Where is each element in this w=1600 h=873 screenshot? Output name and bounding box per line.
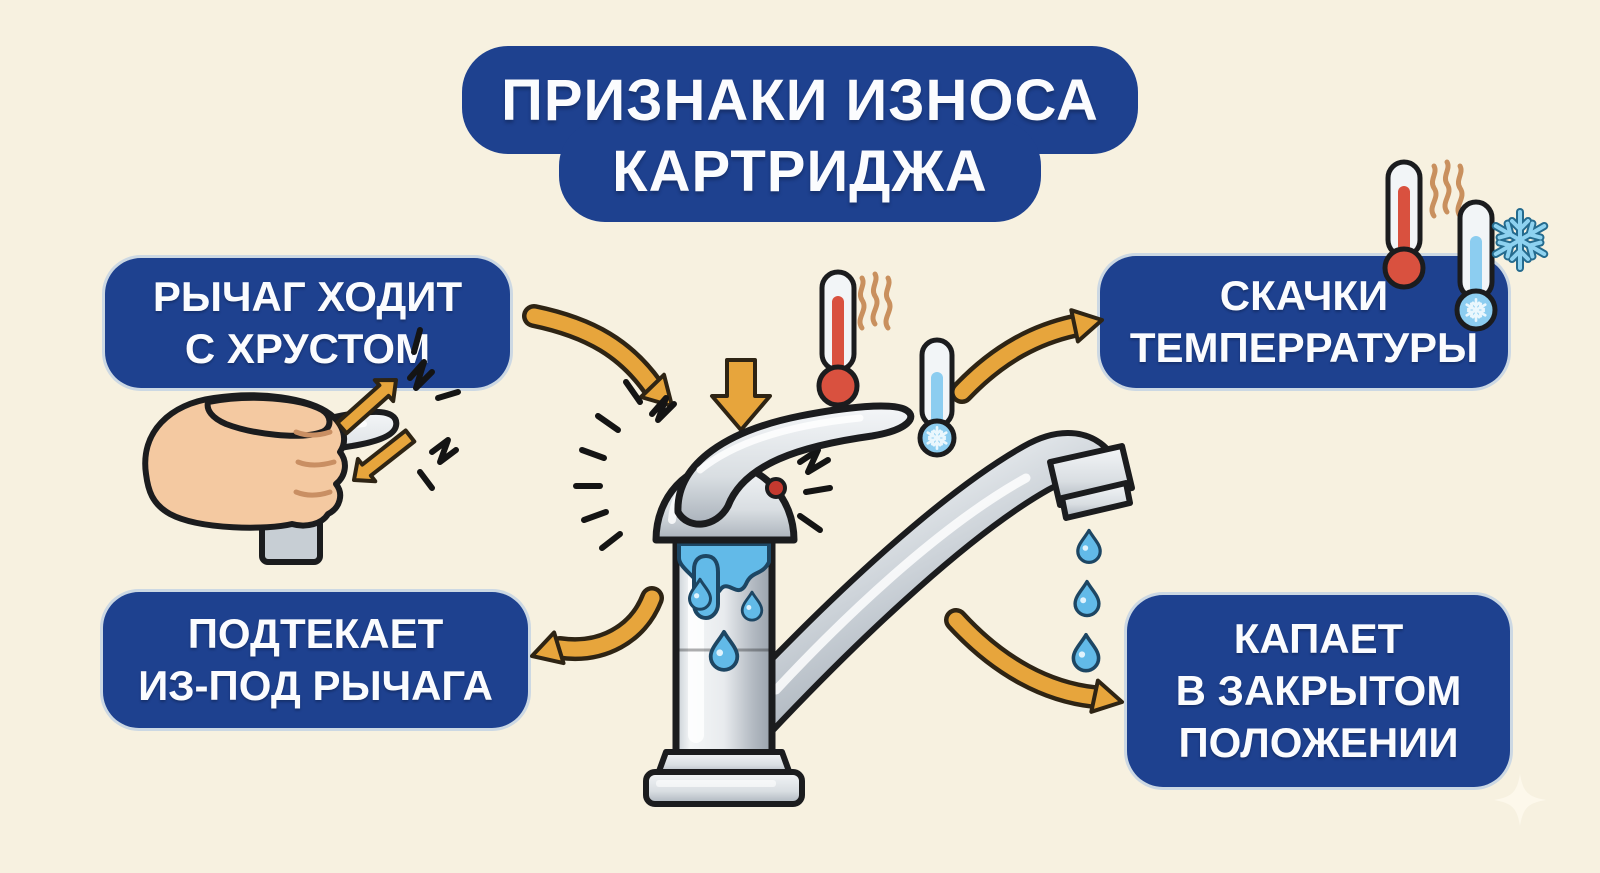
- sign-card-leak-under-lever: ПОДТЕКАЕТ ИЗ-ПОД РЫЧАГА: [103, 592, 528, 728]
- leak-water: [677, 542, 771, 620]
- heat-waves-icon: [1432, 162, 1462, 216]
- arrow-to-temperature-box: [950, 308, 1104, 404]
- arrow-to-drip-box: [944, 608, 1124, 714]
- faucet-lever: [674, 402, 915, 528]
- sign-card-temperature-jumps: СКАЧКИ ТЕМПЕРРАТУРЫ: [1100, 256, 1508, 388]
- spout-nozzle: [1047, 443, 1135, 508]
- water-drop-icon: [1071, 632, 1101, 673]
- water-drop-icon: [1076, 528, 1102, 565]
- sign-line: С ХРУСТОМ: [184, 325, 431, 372]
- lever-down-arrow-icon: [352, 428, 417, 484]
- down-arrow-icon: [710, 358, 772, 432]
- hand-thumb: [204, 394, 333, 439]
- hot-cold-indicator-dot: [765, 477, 787, 499]
- arrow-from-crunch-box: [522, 304, 674, 408]
- sign-line: СКАЧКИ: [1219, 271, 1389, 319]
- water-drop-icon: [688, 577, 712, 611]
- title-line-2: КАРТРИДЖА: [559, 120, 1041, 222]
- sign-card-drips-when-closed: КАПАЕТ В ЗАКРЫТОМ ПОЛОЖЕНИИ: [1127, 595, 1510, 787]
- snowflake-icon: [1496, 212, 1544, 268]
- faucet-base: [643, 769, 805, 807]
- thermometer-hot-icon: [816, 269, 890, 408]
- faucet-body: [672, 531, 776, 761]
- sign-line: ПОДТЕКАЕТ: [187, 609, 444, 657]
- hand-lever: [247, 408, 400, 491]
- sign-line: КАПАЕТ: [1233, 614, 1404, 662]
- water-drop-icon: [708, 629, 740, 672]
- title-badge: ПРИЗНАКИ ИЗНОСА КАРТРИДЖА: [462, 46, 1138, 222]
- crunch-marks-icon: [573, 379, 833, 551]
- sign-line: РЫЧАГ ХОДИТ: [152, 272, 463, 320]
- sign-line: В ЗАКРЫТОМ: [1175, 666, 1462, 714]
- sign-line: ИЗ-ПОД РЫЧАГА: [138, 662, 493, 709]
- water-drop-icon: [1073, 579, 1101, 618]
- sparkle-watermark: [1494, 774, 1546, 826]
- sign-line: ТЕМПЕРРАТУРЫ: [1129, 324, 1479, 371]
- sign-card-lever-crunch: РЫЧАГ ХОДИТ С ХРУСТОМ: [105, 258, 510, 388]
- single-lever-faucet-illustration: [643, 402, 1135, 807]
- snowflake-icon: [926, 426, 948, 450]
- water-drop-icon: [740, 590, 764, 622]
- heat-waves-icon: [860, 274, 890, 328]
- thermometer-cold-icon: [917, 337, 957, 458]
- hand-palm: [142, 392, 348, 531]
- sign-line: ПОЛОЖЕНИИ: [1178, 719, 1459, 767]
- arrow-to-leak-box: [530, 586, 664, 666]
- cartridge-cap: [652, 460, 798, 544]
